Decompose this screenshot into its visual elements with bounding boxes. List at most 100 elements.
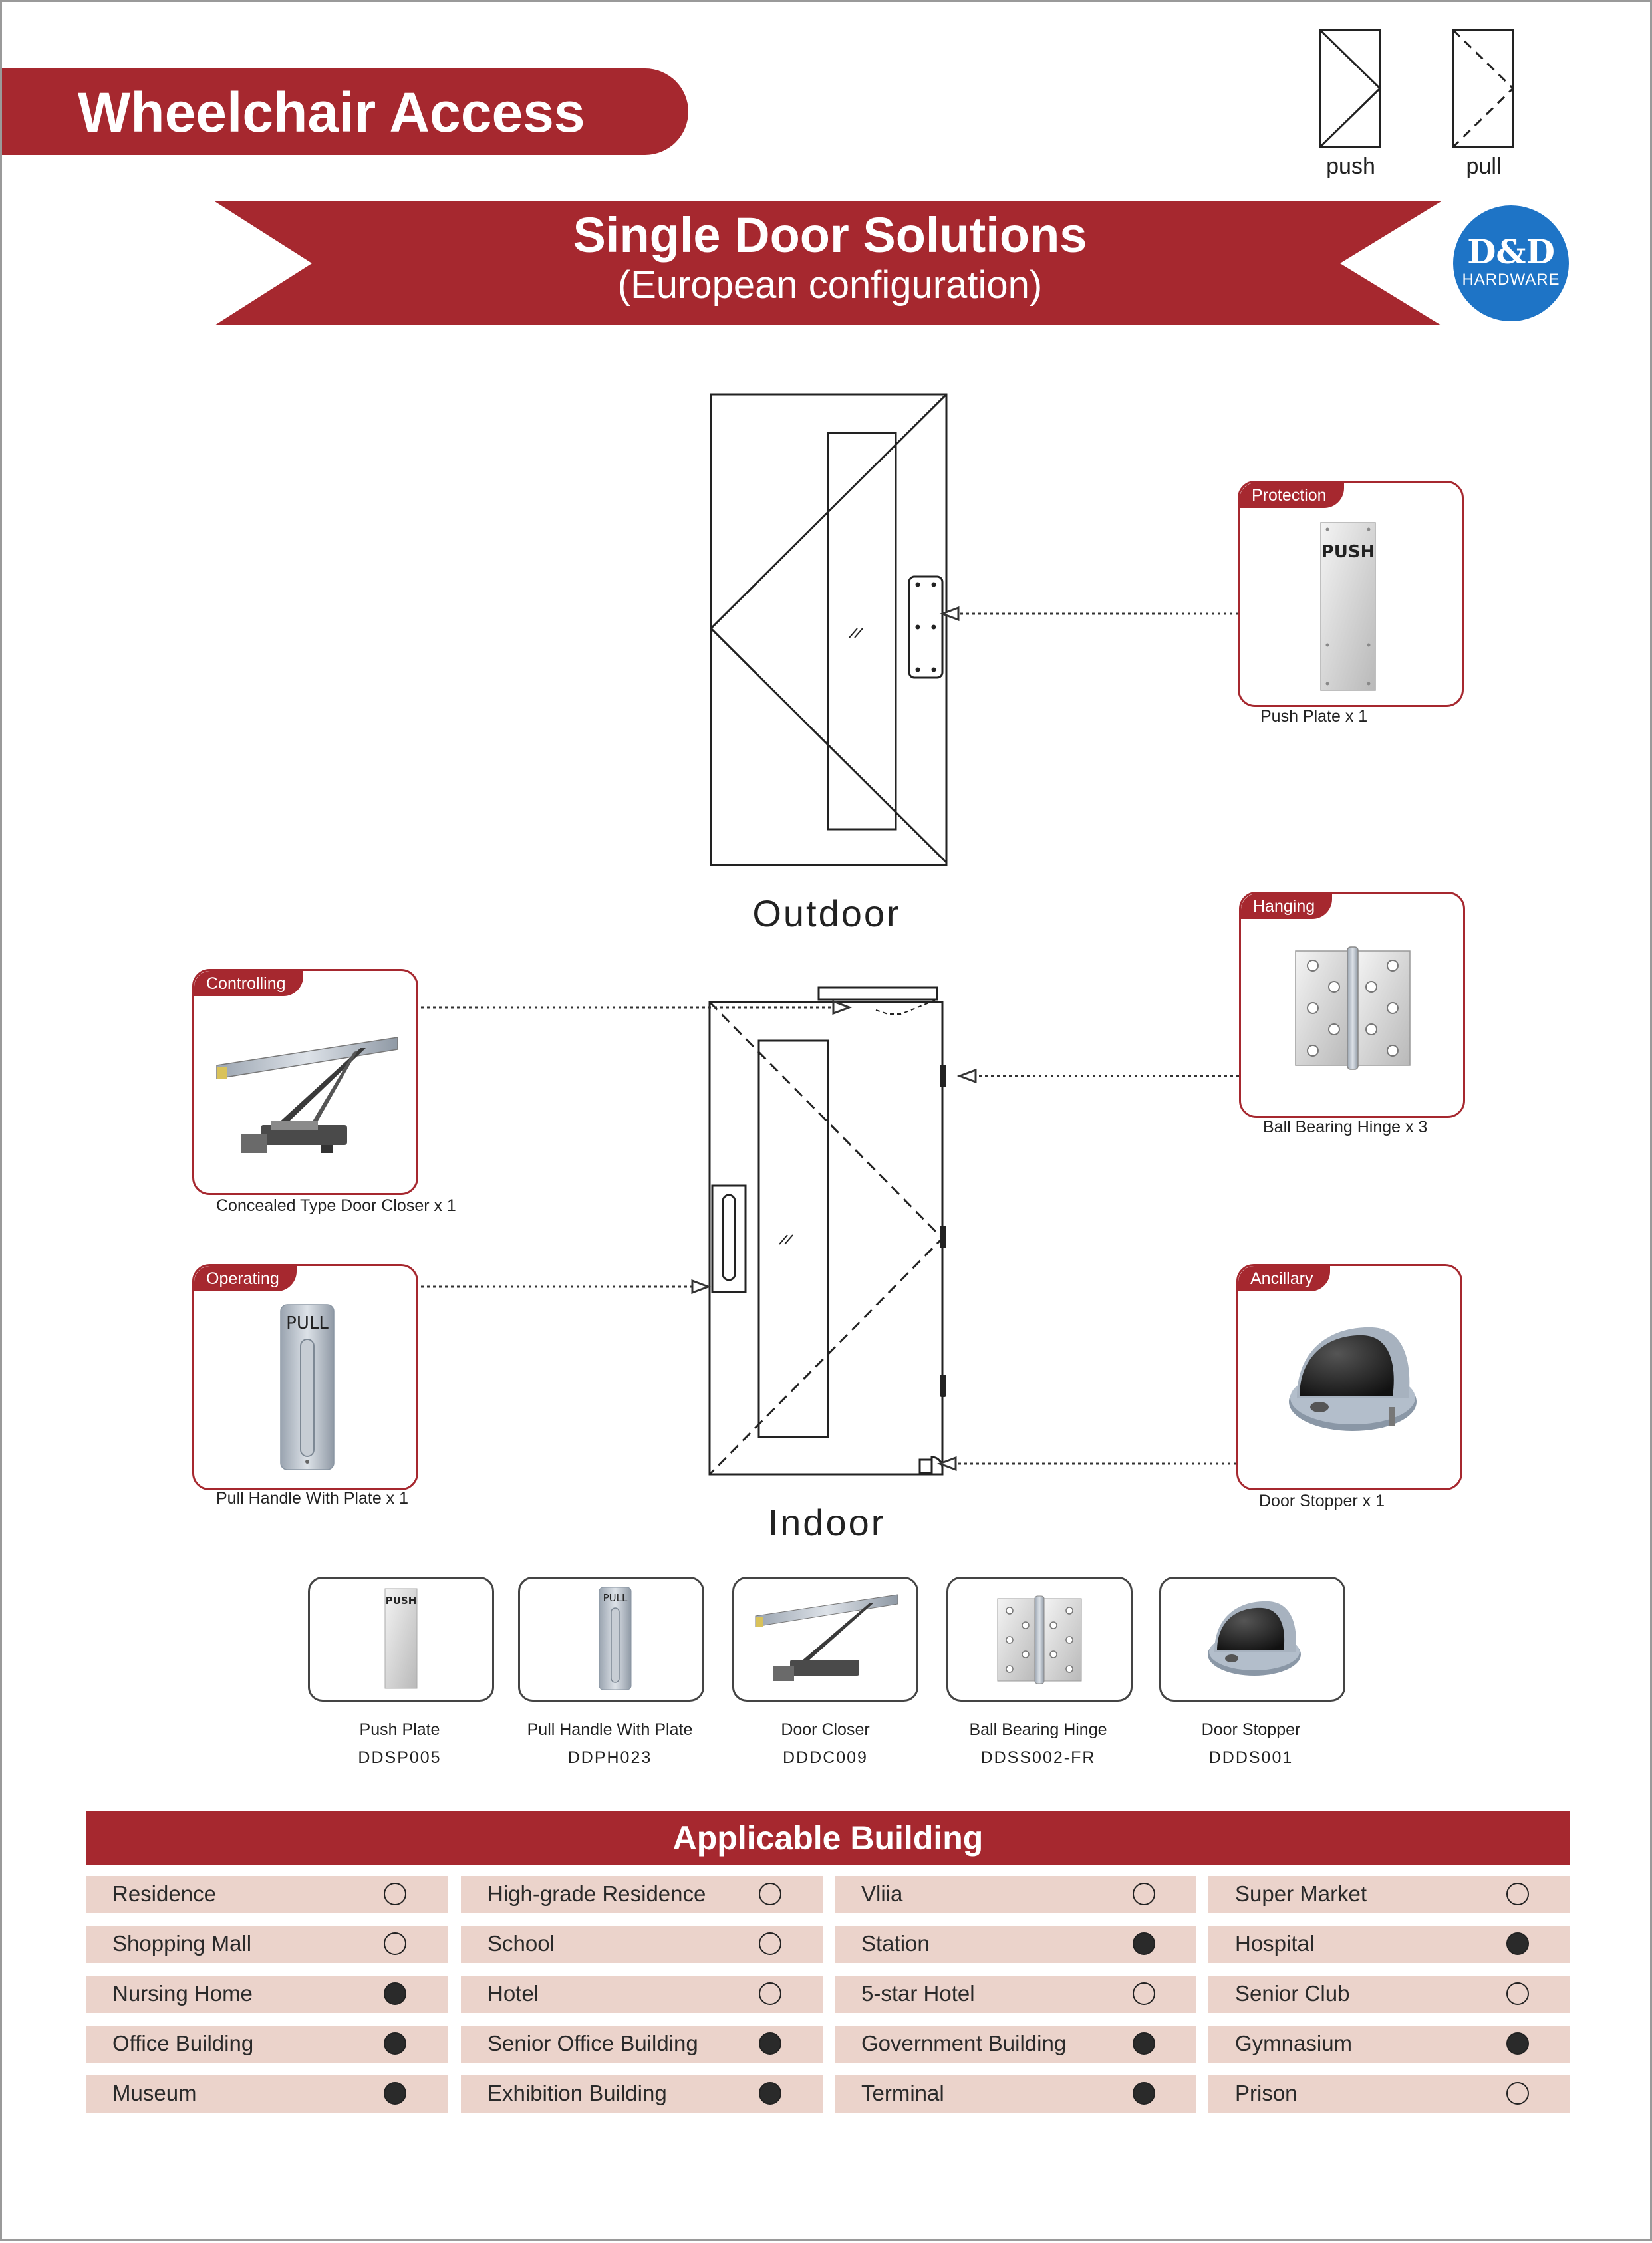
building-name: 5-star Hotel	[861, 1981, 975, 2006]
controlling-caption: Concealed Type Door Closer x 1	[216, 1196, 456, 1215]
header-title-pill: Wheelchair Access	[2, 68, 688, 155]
hinge-thumb-icon	[997, 1595, 1082, 1684]
building-name: Station	[861, 1931, 930, 1956]
applicability-indicator	[759, 2082, 781, 2105]
product-code: DDDC009	[783, 1748, 868, 1767]
door-stopper-thumb-icon	[1208, 1601, 1301, 1676]
protection-tag: Protection	[1240, 483, 1344, 508]
product-code: DDSS002-FR	[980, 1748, 1096, 1767]
pull-handle-icon: PULL	[280, 1304, 335, 1470]
building-cell: Nursing Home	[86, 1976, 448, 2013]
pull-handle-thumb-icon: PULL	[599, 1587, 632, 1690]
logo-line1: D&D	[1467, 232, 1555, 271]
building-name: Hospital	[1235, 1931, 1315, 1956]
building-cell: Terminal	[835, 2075, 1196, 2113]
push-legend-label: push	[1326, 154, 1375, 179]
product-code: DDDS001	[1208, 1748, 1294, 1767]
building-cell: Senior Club	[1208, 1976, 1570, 2013]
product-thumb-push-plate[interactable]: PUSH	[308, 1577, 494, 1702]
building-name: Senior Club	[1235, 1981, 1350, 2006]
protection-caption: Push Plate x 1	[1260, 707, 1368, 726]
building-cell: Prison	[1208, 2075, 1570, 2113]
building-cell: Senior Office Building	[461, 2026, 823, 2063]
applicability-indicator	[384, 1982, 406, 2005]
pull-plate-label: PULL	[286, 1313, 329, 1333]
building-name: Super Market	[1235, 1881, 1367, 1906]
push-plate-label: PUSH	[1321, 542, 1375, 562]
operating-caption: Pull Handle With Plate x 1	[216, 1489, 409, 1508]
building-cell: School	[461, 1926, 823, 1963]
applicability-indicator	[1506, 1883, 1529, 1905]
pull-legend-icon	[1452, 29, 1515, 148]
applicability-indicator	[384, 2082, 406, 2105]
building-cell: Station	[835, 1926, 1196, 1963]
applicability-indicator	[1133, 2032, 1155, 2055]
applicability-indicator	[1133, 2082, 1155, 2105]
door-stopper-icon	[1289, 1327, 1417, 1431]
building-cell: Office Building	[86, 2026, 448, 2063]
applicability-indicator	[759, 1932, 781, 1955]
hanging-caption: Ball Bearing Hinge x 3	[1263, 1118, 1428, 1136]
building-cell: Shopping Mall	[86, 1926, 448, 1963]
building-cell: High-grade Residence	[461, 1876, 823, 1913]
applicability-indicator	[1133, 1932, 1155, 1955]
page-title: Wheelchair Access	[78, 81, 585, 144]
hinge-icon	[1295, 946, 1411, 1070]
applicable-building-header: Applicable Building	[86, 1811, 1570, 1865]
protection-callout: Protection PUSH	[1238, 481, 1464, 707]
outdoor-door-diagram	[709, 393, 948, 866]
building-name: Prison	[1235, 2081, 1298, 2105]
pull-handle-thumb-label: PULL	[603, 1592, 628, 1604]
product-thumb-pull-handle[interactable]: PULL	[518, 1577, 704, 1702]
ancillary-callout: Ancillary	[1236, 1264, 1462, 1490]
applicability-indicator	[759, 1982, 781, 2005]
indoor-label: Indoor	[767, 1502, 886, 1543]
building-name: Office Building	[112, 2031, 254, 2055]
applicability-indicator	[1133, 1883, 1155, 1905]
push-legend-icon	[1319, 29, 1382, 148]
hanging-tag: Hanging	[1241, 894, 1333, 919]
building-cell: Government Building	[835, 2026, 1196, 2063]
building-name: Government Building	[861, 2031, 1067, 2055]
controlling-tag: Controlling	[194, 971, 303, 996]
building-cell: Exhibition Building	[461, 2075, 823, 2113]
applicability-indicator	[759, 2032, 781, 2055]
building-cell: Super Market	[1208, 1876, 1570, 1913]
building-cell: Hotel	[461, 1976, 823, 2013]
operating-tag: Operating	[194, 1266, 297, 1291]
product-name: Door Stopper	[1201, 1720, 1301, 1739]
logo-line2: HARDWARE	[1462, 271, 1560, 289]
applicability-indicator	[384, 1883, 406, 1905]
product-name: Door Closer	[781, 1720, 870, 1739]
product-thumb-door-stopper[interactable]	[1159, 1577, 1345, 1702]
banner-ribbon	[215, 201, 1441, 325]
ancillary-tag: Ancillary	[1238, 1266, 1331, 1291]
building-cell: Hospital	[1208, 1926, 1570, 1963]
push-plate-thumb-label: PUSH	[386, 1595, 417, 1607]
building-name: Senior Office Building	[487, 2031, 698, 2055]
product-thumb-hinge[interactable]	[946, 1577, 1133, 1702]
outdoor-label: Outdoor	[752, 892, 901, 934]
pull-legend-label: pull	[1466, 154, 1502, 179]
applicability-indicator	[1506, 2032, 1529, 2055]
building-cell: Vliia	[835, 1876, 1196, 1913]
building-cell: Residence	[86, 1876, 448, 1913]
building-name: Gymnasium	[1235, 2031, 1353, 2055]
applicability-indicator	[1506, 1982, 1529, 2005]
building-name: School	[487, 1931, 555, 1956]
product-name: Pull Handle With Plate	[527, 1720, 693, 1739]
banner-subtitle: (European configuration)	[617, 263, 1043, 307]
push-plate-icon: PUSH	[1320, 522, 1376, 691]
operating-callout: Operating PULL	[192, 1264, 418, 1490]
banner-title: Single Door Solutions	[573, 207, 1087, 263]
door-closer-thumb-icon	[755, 1594, 898, 1681]
applicability-indicator	[1133, 1982, 1155, 2005]
building-name: Vliia	[861, 1881, 903, 1906]
hanging-callout: Hanging	[1239, 892, 1465, 1118]
product-thumb-door-closer[interactable]	[732, 1577, 918, 1702]
building-cell: Gymnasium	[1208, 2026, 1570, 2063]
applicability-indicator	[1506, 2082, 1529, 2105]
applicability-indicator	[384, 1932, 406, 1955]
